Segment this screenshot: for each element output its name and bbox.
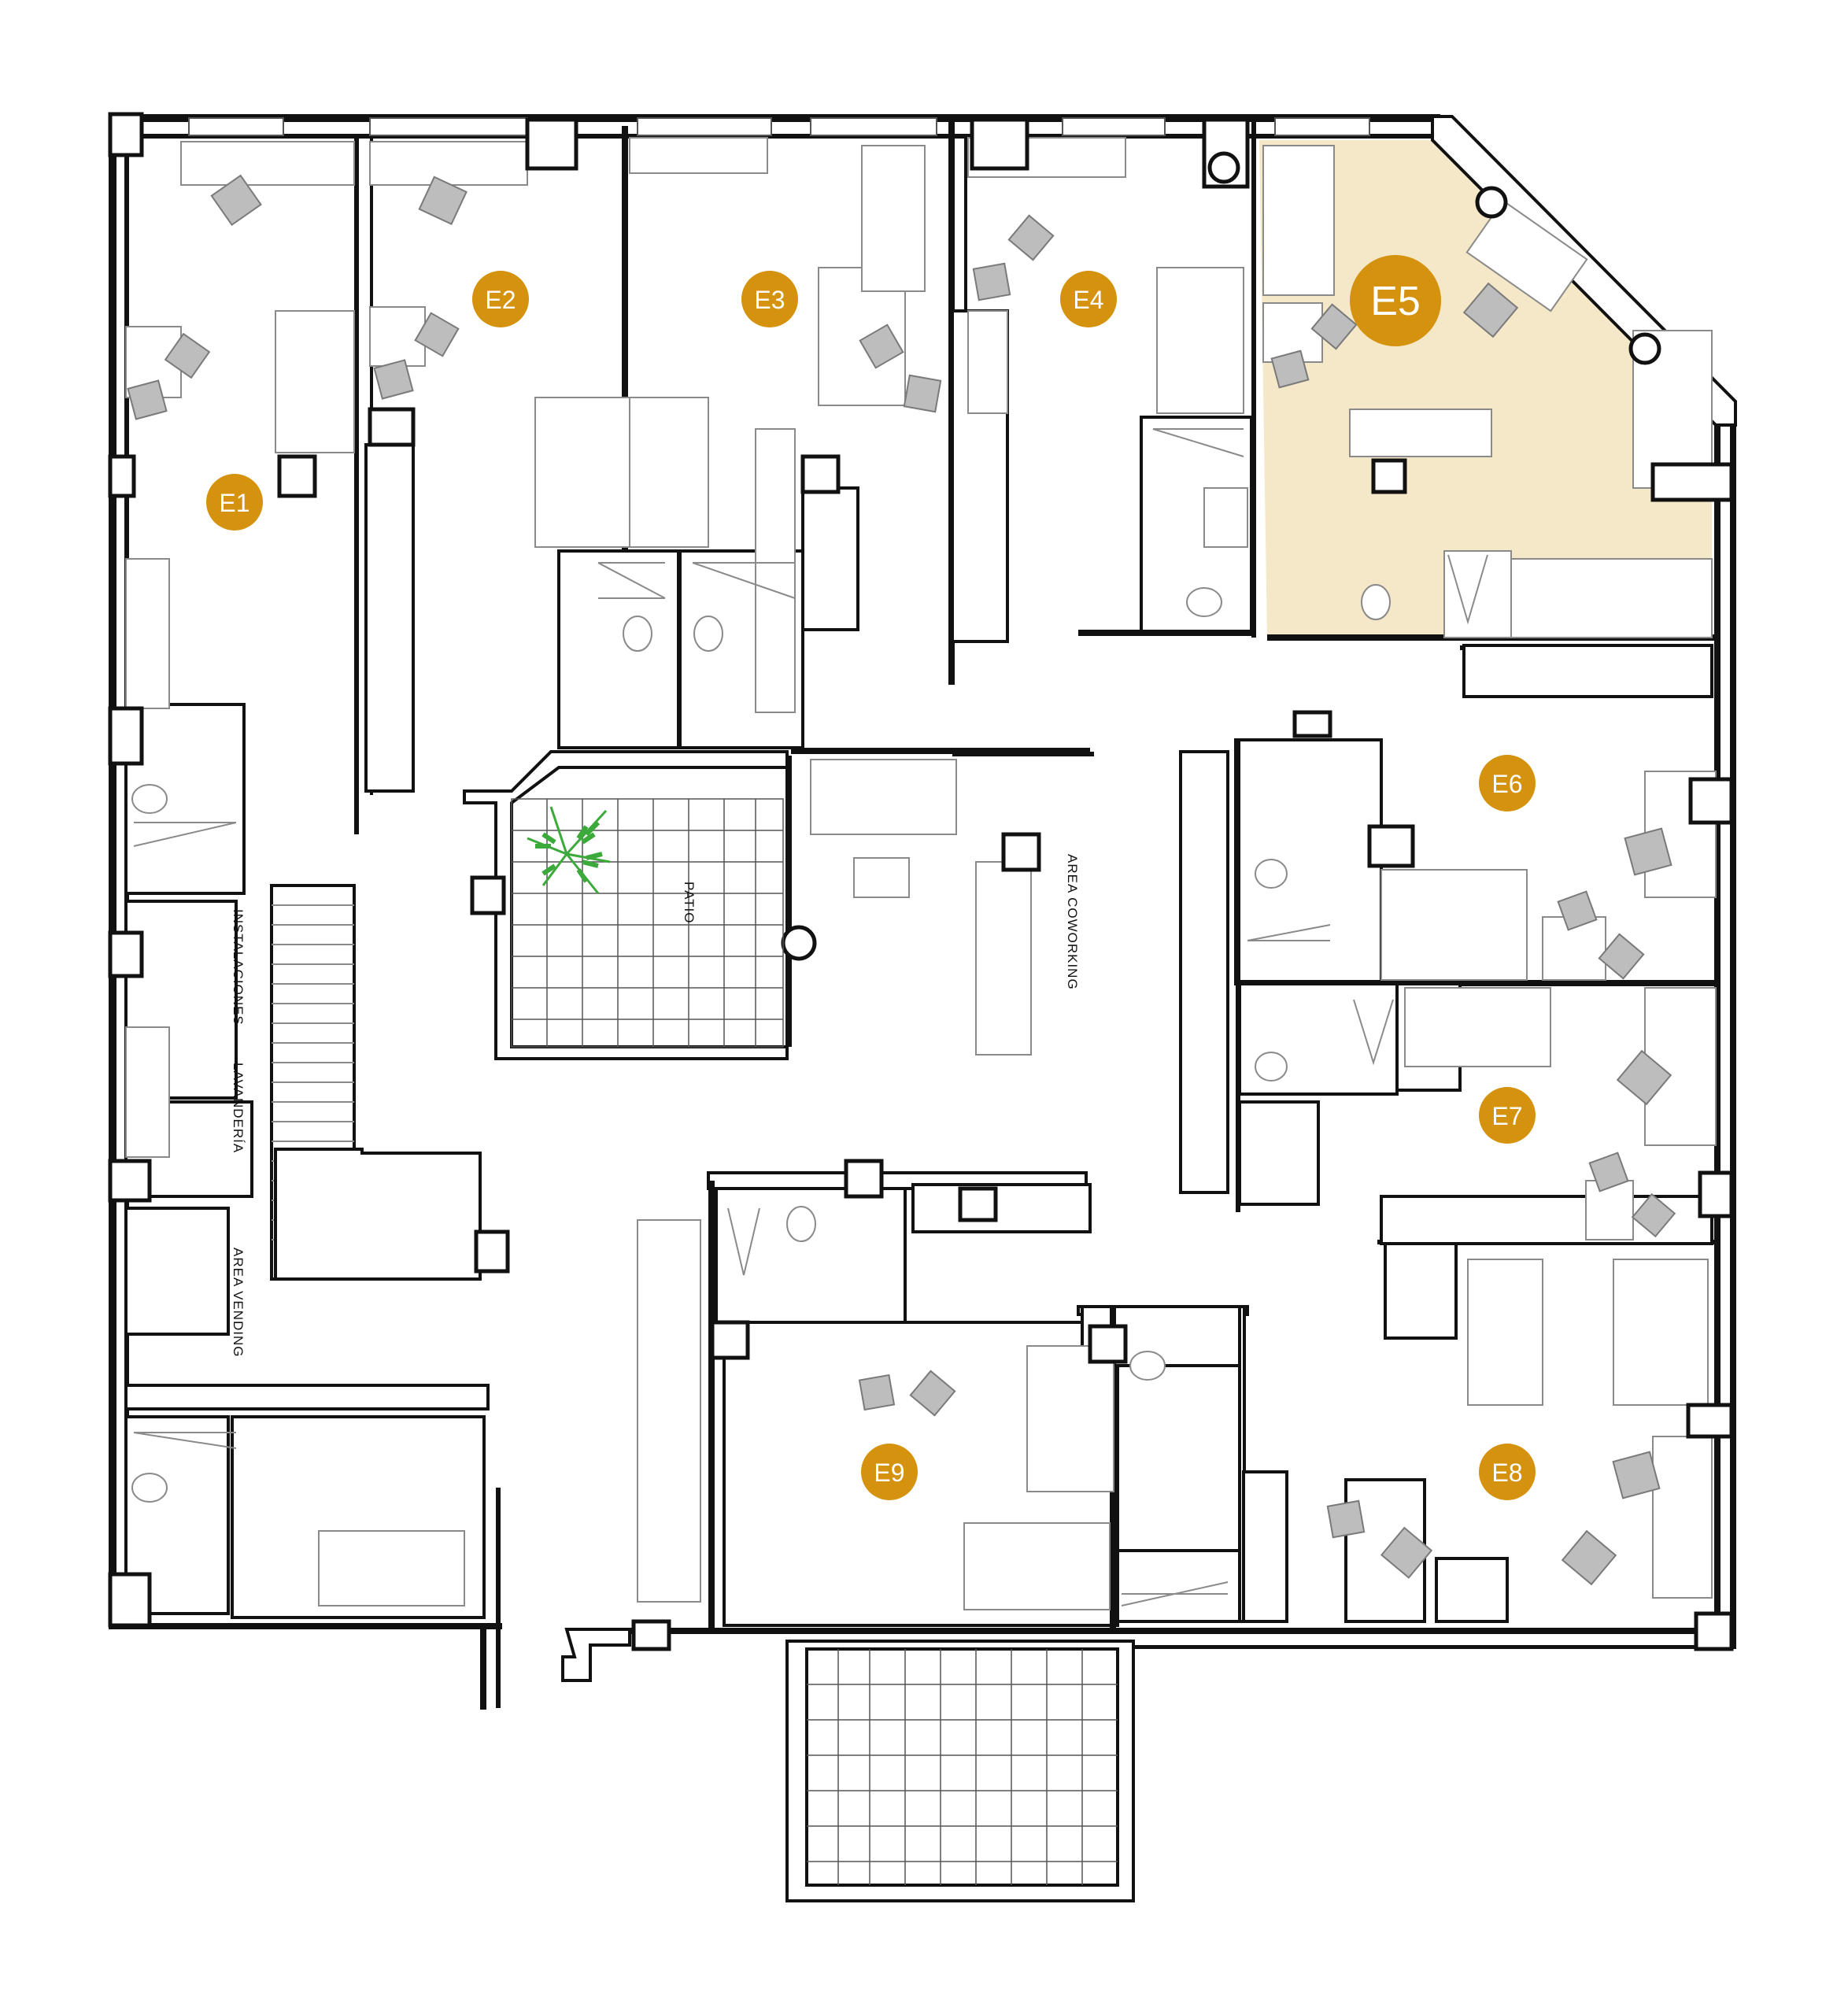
svg-text:E5: E5 <box>1370 279 1421 324</box>
coworking-label: AREA COWORKING <box>1065 854 1080 990</box>
toilet-icon <box>1186 587 1222 617</box>
shower-icon <box>133 822 237 847</box>
laundry-label: LAVANDERÍA <box>231 1063 246 1153</box>
unit-badge-E4[interactable]: E4 <box>1060 271 1117 327</box>
terrace-tiles <box>807 1649 1118 1885</box>
toilet-icon <box>693 616 723 652</box>
unit-badge-E7[interactable]: E7 <box>1479 1087 1536 1144</box>
vending-label: AREA VENDING <box>231 1248 246 1358</box>
unit-badge-E9[interactable]: E9 <box>861 1444 918 1500</box>
furniture <box>125 137 1717 1606</box>
shower-icon <box>1247 924 1331 941</box>
unit-badge-E5[interactable]: E5 <box>1350 255 1441 346</box>
fixtures <box>131 428 1488 1606</box>
shower-icon <box>1121 1581 1229 1606</box>
unit-badges: E1 E2 E3 E4 E5 E6 E7 E8 <box>206 255 1536 1500</box>
unit-badge-E6[interactable]: E6 <box>1479 755 1536 812</box>
svg-text:E2: E2 <box>485 286 516 314</box>
toilet-icon <box>623 616 652 652</box>
svg-text:E9: E9 <box>874 1459 904 1487</box>
toilet-icon <box>1129 1351 1166 1381</box>
chairs <box>127 174 1676 1586</box>
structural-columns <box>108 112 1734 1651</box>
svg-text:E3: E3 <box>754 286 785 314</box>
unit-badge-E8[interactable]: E8 <box>1479 1444 1536 1500</box>
palm-plant-icon <box>527 806 611 894</box>
toilet-icon <box>786 1206 816 1242</box>
patio-label: PATIO <box>682 882 697 924</box>
toilet-icon <box>1255 1052 1288 1081</box>
shower-icon <box>727 1207 760 1276</box>
shower-icon <box>1353 999 1394 1066</box>
svg-text:E7: E7 <box>1491 1102 1522 1130</box>
svg-text:E4: E4 <box>1073 286 1103 314</box>
svg-text:E8: E8 <box>1491 1459 1522 1487</box>
svg-text:E6: E6 <box>1491 770 1522 798</box>
shower-icon <box>692 562 796 599</box>
shower-icon <box>1152 428 1244 457</box>
installations-label: INSTALACIONES <box>231 909 246 1026</box>
toilet-icon <box>1361 584 1391 620</box>
svg-text:E1: E1 <box>219 489 249 517</box>
toilet-icon <box>131 1473 168 1503</box>
shower-icon <box>1447 554 1488 625</box>
room-labels: PATIO AREA COWORKING INSTALACIONES LAVAN… <box>231 854 1080 1358</box>
shower-icon <box>597 562 666 599</box>
unit-badge-E2[interactable]: E2 <box>472 271 529 327</box>
toilet-icon <box>131 784 168 814</box>
patio <box>511 798 784 1048</box>
toilet-icon <box>1255 859 1288 889</box>
shower-icon <box>133 1432 237 1449</box>
unit-badge-E1[interactable]: E1 <box>206 474 263 531</box>
unit-badge-E3[interactable]: E3 <box>741 271 798 327</box>
